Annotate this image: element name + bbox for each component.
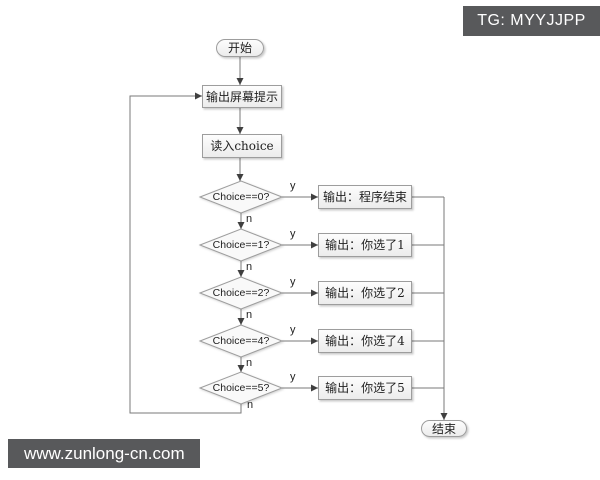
process-read-choice: 读入choice [202,134,282,158]
output-box-1: 输出：你选了1 [318,233,412,257]
no-label-3: n [246,357,253,369]
end-node: 结束 [421,420,467,437]
yes-label-1: y [290,228,296,240]
process-output-prompt: 输出屏幕提示 [202,85,282,108]
decision-label-3: Choice==4? [212,335,270,347]
no-label-2: n [246,309,253,321]
yes-label-3: y [290,324,296,336]
arrow-loop-back [129,92,242,414]
no-label-1: n [246,261,253,273]
watermark-top-right: TG: MYYJJPP [463,6,600,36]
decision-label-0: Choice==0? [212,191,270,203]
decision-label-1: Choice==1? [212,239,270,251]
no-label-0: n [246,213,253,225]
output-box-0: 输出：程序结束 [318,185,412,209]
yes-label-0: y [290,180,296,192]
decision-label-4: Choice==5? [212,382,270,394]
yes-label-2: y [290,276,296,288]
output-box-3: 输出：你选了4 [318,329,412,353]
decision-label-2: Choice==2? [212,287,270,299]
watermark-bottom-left: www.zunlong-cn.com [8,439,200,468]
yes-label-4: y [290,371,296,383]
output-box-4: 输出：你选了5 [318,376,412,400]
start-node: 开始 [216,39,264,57]
output-box-2: 输出：你选了2 [318,281,412,305]
no-label-4: n [247,399,254,411]
